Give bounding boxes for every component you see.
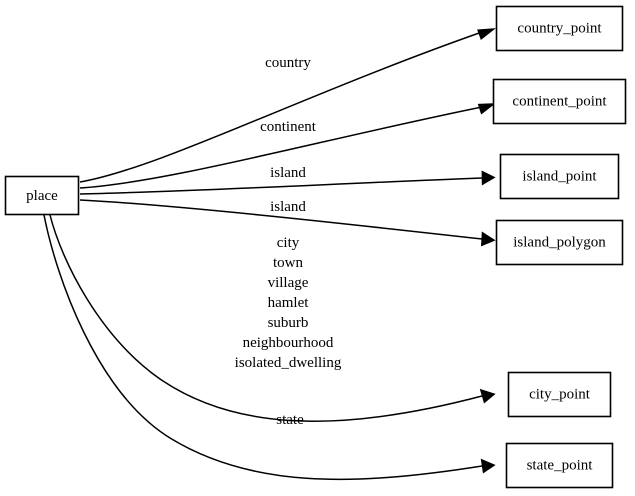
- edge-arrowhead-country: [477, 28, 496, 40]
- edge-label-city-multiline: city town village hamlet suburb neighbou…: [235, 235, 342, 371]
- edge-path-continent: [79, 106, 483, 189]
- edge-label-state: state: [276, 412, 304, 428]
- edge-place-to-island-polygon[interactable]: [79, 199, 496, 247]
- node-place-label: place: [26, 188, 58, 204]
- edge-place-to-state-point[interactable]: [43, 214, 496, 481]
- edge-label-continent: continent: [260, 119, 317, 135]
- edge-place-to-city-point[interactable]: [49, 214, 496, 422]
- edge-label-country: country: [265, 55, 311, 71]
- edge-arrowhead-city: [479, 388, 496, 404]
- node-continent-point-box: [492, 78, 627, 125]
- edge-labels-group: country continent island island city tow…: [235, 55, 342, 428]
- edge-label-city-line-isolated-dwelling: isolated_dwelling: [235, 355, 342, 371]
- node-island-polygon[interactable]: island_polygon: [495, 219, 624, 266]
- edge-label-city-line-neighbourhood: neighbourhood: [243, 335, 334, 351]
- node-city-point[interactable]: city_point: [507, 371, 612, 418]
- edge-place-to-country-point[interactable]: [79, 28, 496, 183]
- edge-place-to-island-point[interactable]: [79, 170, 496, 195]
- edge-label-city-line-village: village: [268, 275, 309, 291]
- node-island-point-label: island_point: [522, 168, 597, 184]
- node-country-point-box: [495, 5, 624, 52]
- node-island-point-box: [499, 153, 620, 200]
- edge-label-city-line-city: city: [277, 235, 300, 251]
- edge-label-city-line-hamlet: hamlet: [268, 295, 310, 311]
- node-state-point-label: state_point: [527, 457, 594, 473]
- edge-label-island-point: island: [270, 165, 306, 181]
- node-country-point-label: country_point: [517, 20, 602, 36]
- edge-arrowhead-island-polygon: [480, 231, 496, 247]
- edge-path-island-point: [79, 177, 483, 195]
- node-island-polygon-box: [495, 219, 624, 266]
- node-state-point[interactable]: state_point: [505, 442, 614, 489]
- edge-path-state: [43, 214, 483, 481]
- node-place[interactable]: place: [4, 175, 80, 216]
- node-island-point[interactable]: island_point: [499, 153, 620, 200]
- edge-path-island-polygon: [79, 199, 483, 240]
- edge-path-city: [49, 214, 483, 422]
- edge-label-city-line-town: town: [273, 255, 304, 271]
- node-continent-point[interactable]: continent_point: [492, 78, 627, 125]
- node-continent-point-label: continent_point: [512, 93, 607, 109]
- node-state-point-box: [505, 442, 614, 489]
- edge-arrowhead-state: [480, 458, 496, 474]
- node-city-point-box: [507, 371, 612, 418]
- edge-path-country: [79, 31, 483, 183]
- node-place-box: [4, 175, 80, 216]
- edge-place-to-continent-point[interactable]: [79, 103, 496, 189]
- node-country-point[interactable]: country_point: [495, 5, 624, 52]
- edge-arrowhead-continent: [477, 103, 496, 115]
- edge-label-city-line-suburb: suburb: [268, 315, 309, 331]
- node-island-polygon-label: island_polygon: [513, 234, 606, 250]
- node-city-point-label: city_point: [529, 386, 591, 402]
- edge-arrowhead-island-point: [481, 170, 496, 186]
- edges-group: [43, 28, 496, 481]
- nodes-group: place country_point continent_point isla…: [4, 5, 627, 489]
- edge-label-island-polygon: island: [270, 199, 306, 215]
